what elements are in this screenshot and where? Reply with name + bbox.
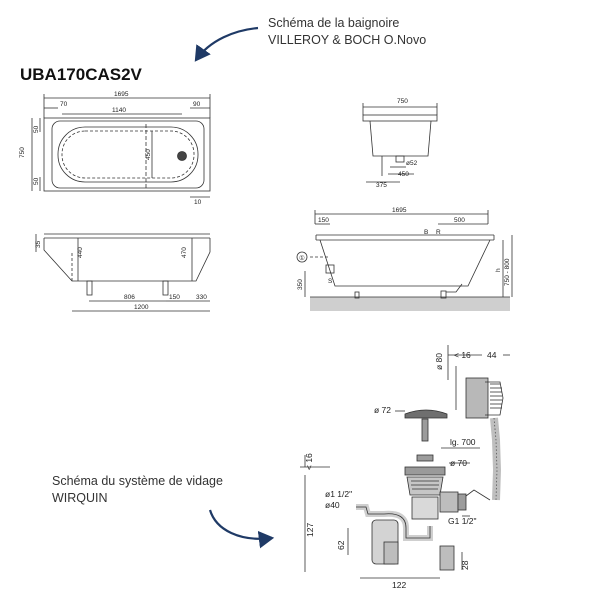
dim-150-install: 150 xyxy=(318,217,329,224)
dim-500: 500 xyxy=(454,217,465,224)
dim-28: 28 xyxy=(460,560,470,570)
dim-440: 440 xyxy=(77,247,84,258)
drain-caption-line1: Schéma du système de vidage xyxy=(52,474,223,488)
dim-330: 330 xyxy=(196,294,207,301)
dim-350: 350 xyxy=(297,279,304,290)
dim-806: 806 xyxy=(124,294,135,301)
dim-50-a: 50 xyxy=(33,125,40,133)
dim-450-end: 450 xyxy=(398,171,409,178)
mark-h: h xyxy=(495,268,502,272)
dim-127: 127 xyxy=(305,523,315,537)
dim-90: 90 xyxy=(193,101,201,108)
dim-62: 62 xyxy=(336,540,346,550)
tub-caption-line1: Schéma de la baignoire xyxy=(268,16,400,30)
tub-caption-line2: VILLEROY & BOCH O.Novo xyxy=(268,33,427,47)
dim-40: ø40 xyxy=(325,500,340,510)
drain-assembly xyxy=(300,345,510,579)
install-view xyxy=(296,210,513,311)
dim-150-side: 150 xyxy=(169,294,180,301)
dim-70: ø 70 xyxy=(450,458,467,468)
drain-caption-arrow xyxy=(208,509,275,549)
dim-50-b: 50 xyxy=(33,177,40,185)
dim-44: 44 xyxy=(487,350,497,360)
dim-1-half: ø1 1/2" xyxy=(325,489,352,499)
dim-g1-half: G1 1/2" xyxy=(448,516,477,526)
mark-r: R xyxy=(436,229,441,236)
drain-caption-line2: WIRQUIN xyxy=(52,491,108,505)
mark-b: B xyxy=(424,229,428,236)
dim-80: ø 80 xyxy=(434,353,444,370)
end-view xyxy=(362,103,438,183)
dim-750-800: 750 - 800 xyxy=(504,258,511,286)
dim-122: 122 xyxy=(392,580,406,590)
dim-1695-top: 1695 xyxy=(114,91,129,98)
dim-35: 35 xyxy=(35,240,42,248)
dim-450: 450 xyxy=(145,149,152,160)
dim-470: 470 xyxy=(181,247,188,258)
drain-caption: Schéma du système de vidage WIRQUIN xyxy=(52,473,223,507)
model-number: UBA170CAS2V xyxy=(20,65,142,84)
dim-10: 10 xyxy=(194,199,202,206)
side-view xyxy=(35,233,211,312)
dim-70: 70 xyxy=(60,101,68,108)
tub-caption-arrow xyxy=(194,26,259,62)
dim-72: ø 72 xyxy=(374,405,391,415)
dim-750-top: 750 xyxy=(19,147,26,158)
dim-16-top: < 16 xyxy=(454,350,471,360)
dim-375: 375 xyxy=(376,182,387,189)
dim-750-end: 750 xyxy=(397,98,408,105)
tub-caption: Schéma de la baignoire VILLEROY & BOCH O… xyxy=(268,15,426,49)
lg-700: lg. 700 xyxy=(450,437,476,447)
dim-52: ø52 xyxy=(406,160,418,167)
dim-1695-install: 1695 xyxy=(392,207,407,214)
dim-16-left: < 16 xyxy=(304,453,314,470)
dim-1140: 1140 xyxy=(112,107,126,114)
top-view xyxy=(31,94,211,198)
dim-1200: 1200 xyxy=(134,304,149,311)
mark-s: S xyxy=(328,278,333,285)
callout-1: ① xyxy=(299,254,305,262)
